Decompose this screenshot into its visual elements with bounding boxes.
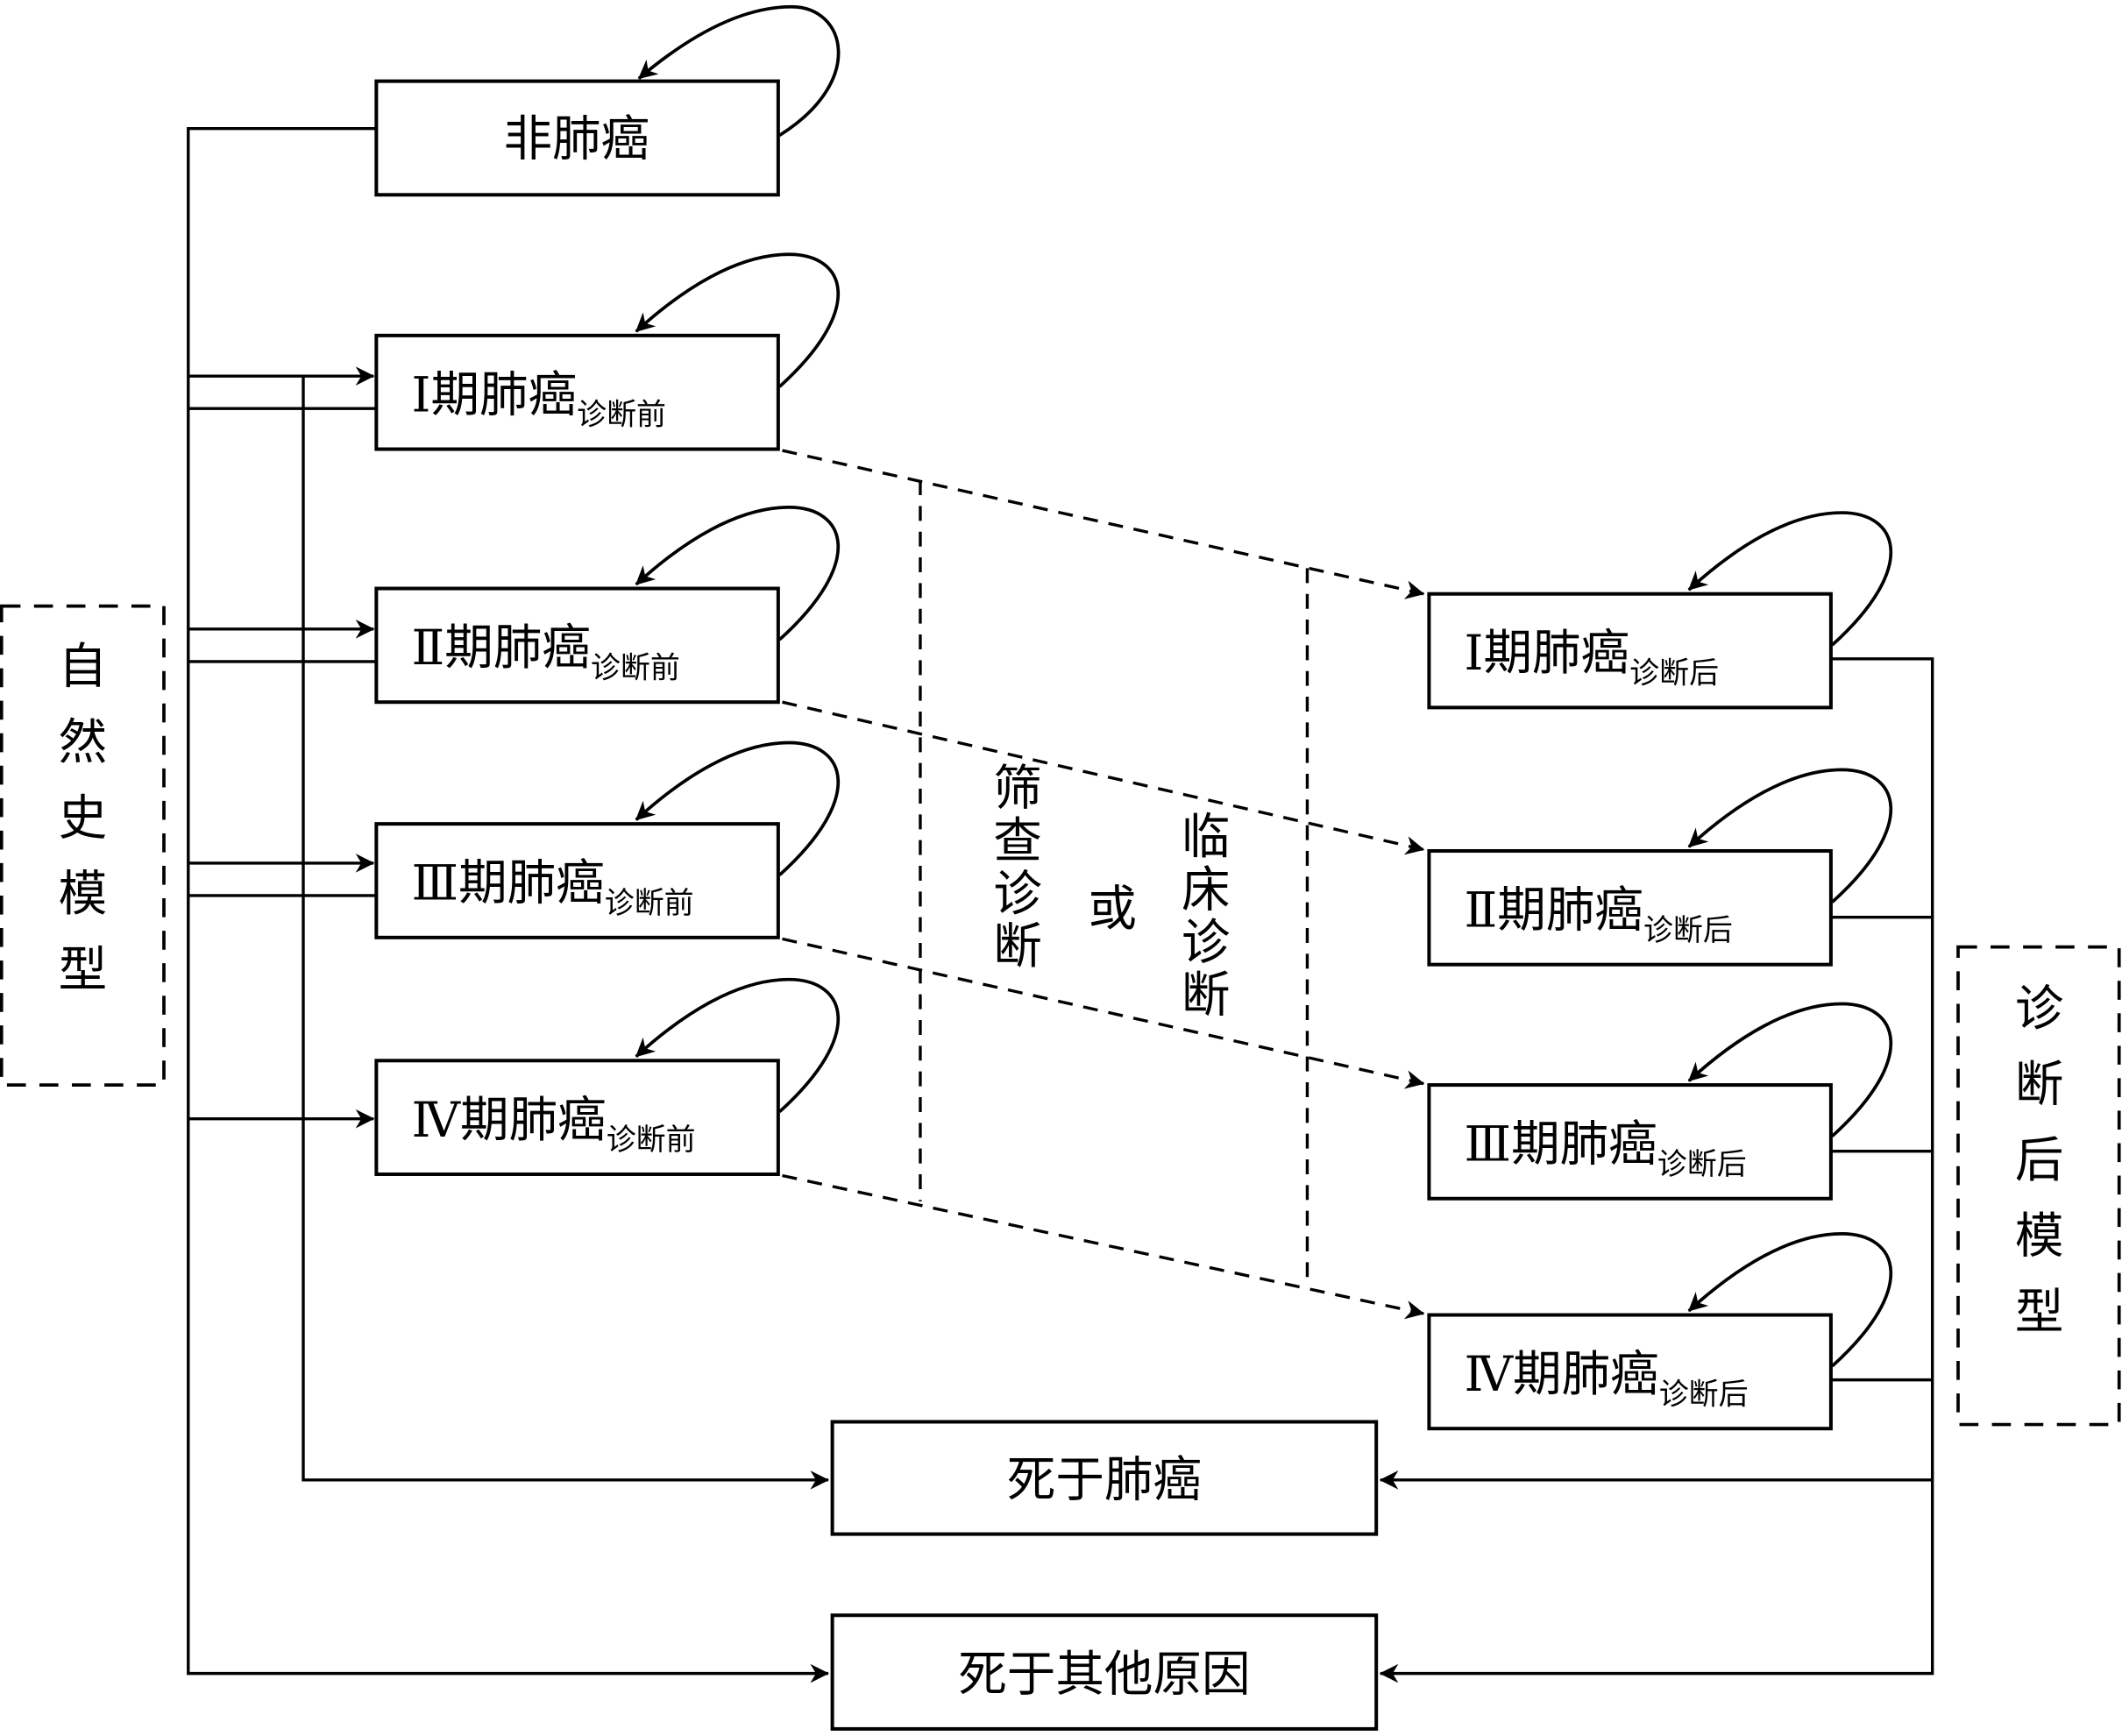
state-label: Ⅰ期肺癌诊断后 — [1465, 625, 1720, 691]
state-box — [830, 1420, 1379, 1536]
self-loop-arrow — [637, 4, 841, 137]
self-loop-arrow — [635, 252, 841, 388]
post-diagnosis-state-stage-3: Ⅲ期肺癌诊断后 — [1427, 1002, 1893, 1201]
state-box — [1427, 592, 1833, 710]
state-label: Ⅱ期肺癌诊断后 — [1465, 882, 1733, 947]
diagnosis-arrow-stage-3 — [782, 937, 1425, 1089]
state-label: Ⅱ期肺癌诊断前 — [412, 620, 680, 685]
state-box — [374, 333, 780, 451]
post-diagnosis-states: Ⅰ期肺癌诊断后 Ⅱ期肺癌诊断后 Ⅲ期肺癌诊断后 Ⅳ期肺癌诊断后 — [1427, 511, 1893, 1431]
state-box — [1427, 849, 1833, 967]
state-non-lung-cancer: 非肺癌 — [374, 4, 841, 197]
self-loop-arrow — [1687, 1232, 1893, 1368]
pre-diagnosis-state-stage-1: Ⅰ期肺癌诊断前 — [374, 252, 841, 451]
state-label: Ⅳ期肺癌诊断前 — [412, 1092, 696, 1158]
state-label: Ⅳ期肺癌诊断后 — [1465, 1346, 1749, 1412]
state-label: Ⅰ期肺癌诊断前 — [412, 366, 667, 432]
self-loop-arrow — [1687, 511, 1893, 647]
self-loop-arrow — [635, 977, 841, 1114]
state-label: Ⅲ期肺癌诊断后 — [1465, 1116, 1747, 1182]
post-diagnosis-model-group: 诊断后模型 — [1956, 945, 2121, 1427]
state-box — [374, 586, 780, 705]
state-box — [830, 1613, 1379, 1731]
natural-history-model-label: 自然史模型 — [59, 639, 108, 999]
state-label: 死于其他原因 — [958, 1647, 1250, 1704]
self-loop-arrow — [635, 506, 841, 641]
pre-diagnosis-state-stage-3: Ⅲ期肺癌诊断前 — [374, 740, 841, 939]
diagnosis-arrow-stage-2 — [782, 700, 1425, 855]
state-death-lung-cancer: 死于肺癌 — [830, 1420, 1379, 1536]
state-death-other-causes: 死于其他原因 — [830, 1613, 1379, 1731]
post-diagnosis-model-label: 诊断后模型 — [2015, 981, 2064, 1341]
state-box — [374, 822, 780, 939]
connector-to-death-lung-cancer — [302, 376, 830, 1490]
pre-diagnosis-states: Ⅰ期肺癌诊断前 Ⅱ期肺癌诊断前 Ⅲ期肺癌诊断前 Ⅳ期肺癌诊断前 — [374, 252, 841, 1176]
natural-history-model-frame — [0, 604, 166, 1087]
state-box — [1427, 1083, 1833, 1201]
state-label: 死于肺癌 — [1007, 1451, 1202, 1508]
connector-to-death-other — [187, 126, 830, 1683]
state-box — [374, 1059, 780, 1176]
state-label: 非肺癌 — [503, 111, 649, 168]
diagnosis-arrow-stage-4 — [782, 1173, 1425, 1320]
post-diagnosis-model-frame — [1956, 945, 2121, 1427]
state-box — [1427, 1313, 1833, 1431]
clinical-diagnosis-label: 临床诊断 — [1182, 809, 1231, 1024]
post-diagnosis-state-stage-1: Ⅰ期肺癌诊断后 — [1427, 511, 1893, 710]
self-loop-arrow — [635, 740, 841, 876]
connector-post-to-death-other — [1379, 657, 1934, 1683]
state-box — [374, 79, 780, 197]
diagnosis-arrow-stage-1 — [782, 449, 1425, 599]
pre-diagnosis-state-stage-2: Ⅱ期肺癌诊断前 — [374, 506, 841, 705]
post-diagnosis-state-stage-2: Ⅱ期肺癌诊断后 — [1427, 768, 1893, 967]
natural-history-model-group: 自然史模型 — [0, 604, 166, 1087]
self-loop-arrow — [1687, 768, 1893, 903]
self-loop-arrow — [1687, 1002, 1893, 1137]
or-label: 或 — [1088, 881, 1137, 938]
post-diagnosis-state-stage-4: Ⅳ期肺癌诊断后 — [1427, 1232, 1893, 1431]
pre-diagnosis-state-stage-4: Ⅳ期肺癌诊断前 — [374, 977, 841, 1176]
screening-diagnosis-label: 筛查诊断 — [993, 761, 1042, 976]
state-label: Ⅲ期肺癌诊断前 — [412, 855, 694, 921]
